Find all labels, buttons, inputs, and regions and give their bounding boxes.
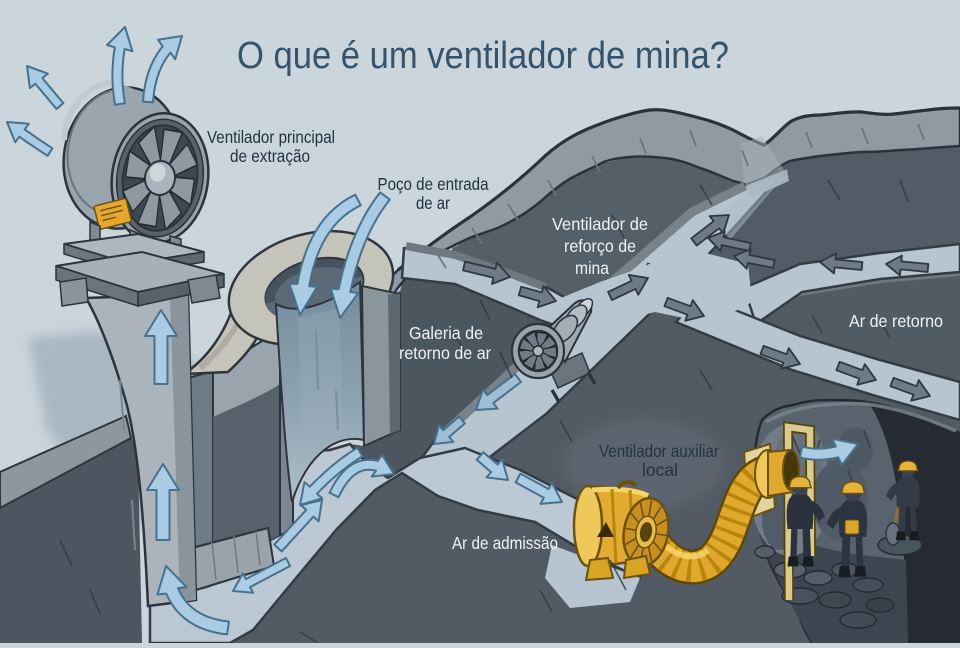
svg-text:Ar de retorno: Ar de retorno [849,311,943,331]
svg-text:Galeria de: Galeria de [409,323,483,343]
svg-text:reforço de: reforço de [564,236,636,256]
svg-text:de extração: de extração [230,146,310,166]
svg-text:O que é um ventilador de mina?: O que é um ventilador de mina? [237,35,729,77]
svg-text:Poço de entrada: Poço de entrada [378,174,489,194]
svg-text:Ventilador de: Ventilador de [552,214,648,234]
svg-text:Ar de admissão: Ar de admissão [452,533,558,553]
svg-text:Ventilador principal: Ventilador principal [207,127,335,147]
svg-text:de ar: de ar [416,193,450,213]
svg-text:mina: mina [575,258,609,278]
svg-text:retorno de ar: retorno de ar [399,343,491,363]
svg-text:Ventilador auxiliar: Ventilador auxiliar [599,441,719,461]
svg-text:local: local [642,460,678,480]
